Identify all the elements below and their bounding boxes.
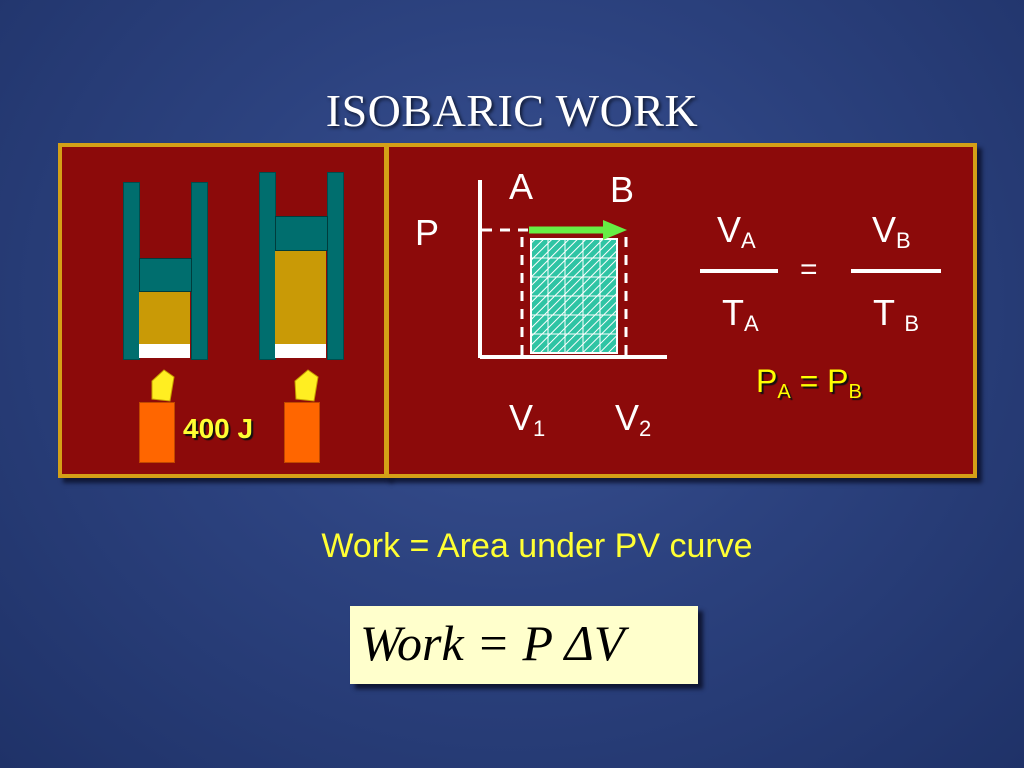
tb-label: T B <box>873 292 920 336</box>
cylinder-before-base <box>139 344 190 358</box>
work-formula: Work = P ΔV <box>360 615 625 671</box>
va-label: VA <box>717 209 756 253</box>
work-area-grid <box>531 239 617 353</box>
flame-icon <box>294 369 319 402</box>
point-b-label: B <box>610 169 635 210</box>
flame-icon <box>151 369 175 402</box>
point-a-label: A <box>509 166 534 207</box>
p-axis-label: P <box>415 212 440 253</box>
gas-before <box>139 292 190 344</box>
vb-label: VB <box>872 209 911 253</box>
piston-after <box>275 216 328 251</box>
pv-diagram <box>478 180 941 359</box>
candle-right <box>284 402 320 463</box>
v2-label: V2 <box>615 397 652 441</box>
candle-left <box>139 402 175 463</box>
piston-before <box>139 258 192 292</box>
slide-title: ISOBARIC WORK <box>325 85 699 136</box>
gas-after <box>275 251 326 344</box>
law-equals: = <box>800 253 818 286</box>
cylinder-after-right-wall <box>327 172 344 360</box>
heat-label: 400 J <box>183 413 254 444</box>
cylinder-panel: 400 J <box>58 143 388 478</box>
cylinder-after-left-wall <box>259 172 276 360</box>
v1-label: V1 <box>509 397 546 441</box>
cylinder-before-right-wall <box>191 182 208 360</box>
cylinder-after-base <box>275 344 326 358</box>
pressure-equality: PA = PB <box>756 363 862 403</box>
work-caption: Work = Area under PV curve <box>321 527 753 565</box>
arrow-head-icon <box>603 220 627 240</box>
ta-label: TA <box>722 292 759 336</box>
cylinder-before-left-wall <box>123 182 140 360</box>
pv-panel: P A B V1 V2 VA VB = TA T B PA = PB <box>385 143 977 478</box>
formula-box: Work = P ΔV <box>350 606 698 684</box>
